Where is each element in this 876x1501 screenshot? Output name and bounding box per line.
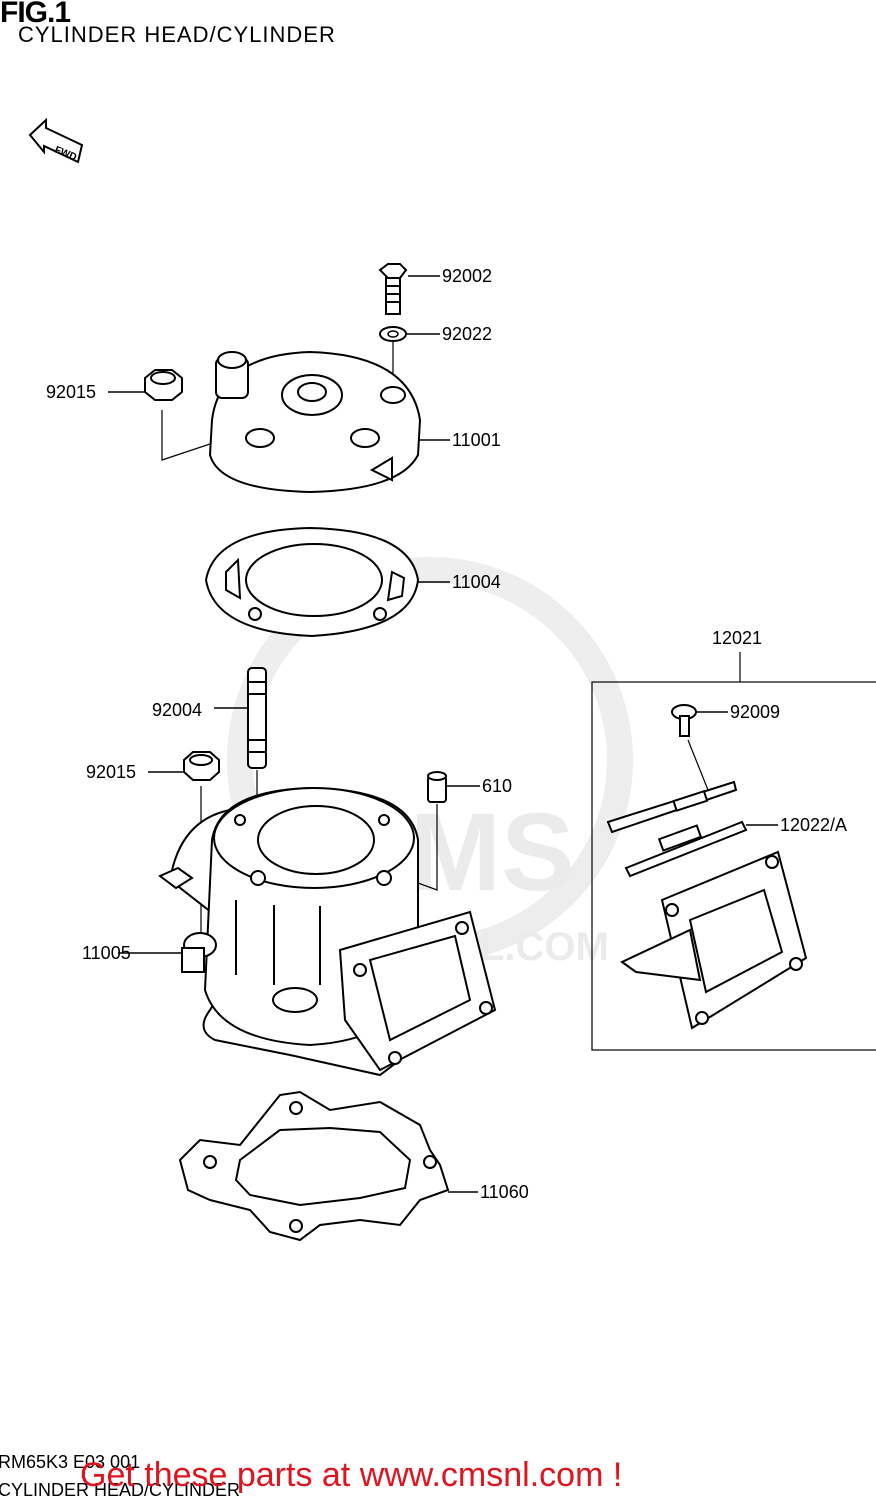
- cylinder-head-11001: [208, 350, 422, 494]
- screw-92009: [671, 704, 697, 737]
- head-gasket-11004: [204, 526, 420, 638]
- callout-92004: 92004: [152, 700, 203, 720]
- reed-valve-group-12021: [591, 652, 876, 1051]
- callout-92015-mid: 92015: [86, 762, 137, 782]
- callout-11004: 11004: [452, 572, 501, 592]
- nut-92015-top: [144, 369, 183, 401]
- diagram-code: RM65K3 E03 001: [0, 1452, 141, 1472]
- callout-92022: 92022: [442, 324, 493, 344]
- reed-plate-12022a: [606, 780, 748, 878]
- get-parts-link[interactable]: Get these parts at www.cmsnl.com !: [80, 1456, 623, 1494]
- callout-92009: 92009: [730, 702, 781, 722]
- dowel-pin-610: [427, 771, 447, 803]
- base-gasket-11060: [178, 1090, 450, 1242]
- fwd-arrow-icon: FWD: [28, 117, 84, 164]
- callout-12022a: 12022/A: [780, 815, 848, 835]
- reed-block: [620, 850, 808, 1030]
- callout-610: 610: [482, 776, 513, 796]
- stud-92004: [247, 667, 267, 769]
- figure-subtitle: CYLINDER HEAD/CYLINDER: [18, 22, 336, 47]
- callout-11001: 11001: [452, 430, 501, 450]
- callout-11060: 11060: [480, 1182, 529, 1202]
- callout-11005: 11005: [82, 943, 131, 963]
- bolt-92002: [378, 263, 408, 315]
- figure-title: FIG.1: [0, 0, 71, 29]
- callout-92002: 92002: [442, 266, 493, 286]
- nut-92015-mid: [183, 751, 220, 781]
- cylinder-11005: [158, 786, 497, 1077]
- callout-12021: 12021: [712, 628, 763, 648]
- callout-92015-top: 92015: [46, 382, 97, 402]
- diagram-footer-subtitle: CYLINDER HEAD/CYLINDER: [0, 1480, 241, 1500]
